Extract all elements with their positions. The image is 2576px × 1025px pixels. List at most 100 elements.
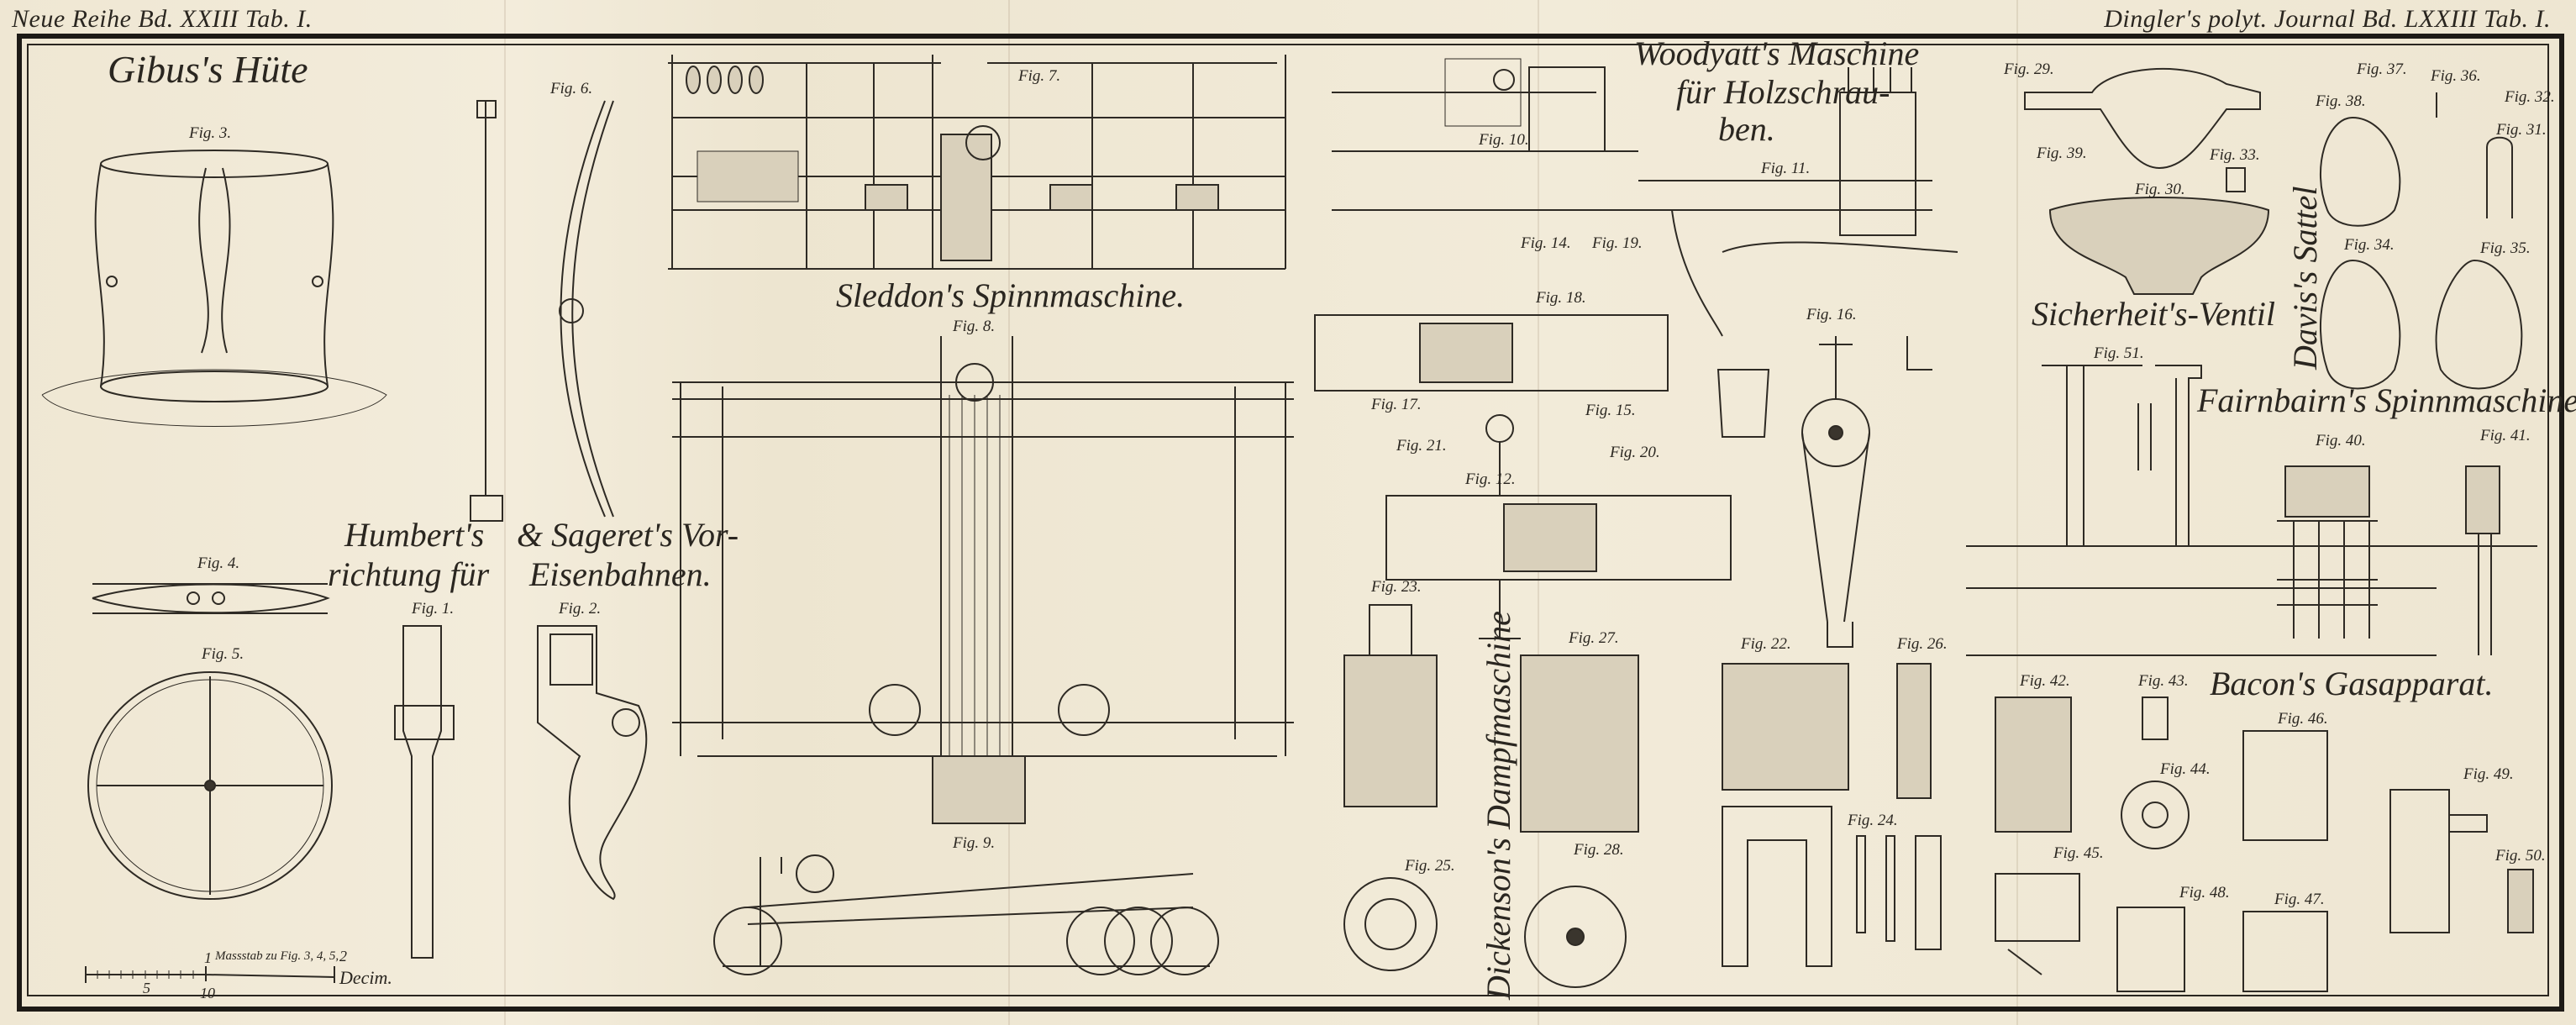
fig-label: Fig. 26.	[1897, 635, 1948, 653]
title-gibus: Gibus's Hüte	[108, 48, 308, 91]
fig-label: Fig. 14.	[1521, 234, 1571, 252]
title-sageret-2: Eisenbahnen.	[529, 555, 712, 593]
gibus-hat-fig4-drawing	[92, 583, 330, 614]
machine-fig18-drawing	[1314, 314, 1669, 392]
fig-label: Fig. 3.	[189, 124, 232, 142]
fig-label: Fig. 39.	[2037, 145, 2087, 162]
fig-label: Fig. 36.	[2431, 67, 2481, 85]
fig-label: Fig. 9.	[953, 834, 996, 852]
fig-label: Fig. 5.	[202, 645, 244, 663]
title-fairnbairn: Fairnbairn's Spinnmaschine	[2197, 381, 2576, 419]
fig-label: Fig. 50.	[2495, 847, 2546, 865]
fig-label: Fig. 7.	[1018, 67, 1061, 85]
bow-fig6-drawing	[560, 100, 614, 518]
fig-label: Fig. 43.	[2138, 672, 2189, 690]
fig-label: Fig. 1.	[412, 600, 455, 618]
fig-label: Fig. 2.	[559, 600, 602, 618]
title-sleddon: Sleddon's Spinnmaschine.	[836, 276, 1185, 314]
sleddon-spinning-machine-fig8-drawing	[672, 336, 1294, 824]
fig-label: Fig. 16.	[1806, 306, 1857, 323]
fig-label: Fig. 49.	[2463, 765, 2514, 783]
gibus-hat-frame-drawing	[41, 150, 387, 427]
fig-label: Fig. 37.	[2357, 60, 2407, 78]
fig-label: Fig. 17.	[1371, 396, 1422, 413]
machine-fig12-drawing	[1385, 495, 1732, 581]
rail-device-fig2-drawing	[537, 625, 648, 901]
fig-label: Fig. 18.	[1536, 289, 1586, 307]
safety-valve-fig51-drawing	[1966, 365, 2537, 656]
header-right: Dingler's polyt. Journal Bd. LXXIII Tab.…	[2104, 5, 2551, 33]
fig-label: Fig. 21.	[1396, 437, 1447, 455]
fig-label: Fig. 6.	[550, 80, 593, 97]
title-humbert-1: Humbert's	[344, 516, 485, 554]
title-woodyatt-3: ben.	[1718, 110, 1775, 148]
scale-tick: 5	[143, 980, 150, 996]
title-woodyatt-2: für Holzschrau-	[1676, 73, 1890, 111]
title-bacon: Bacon's Gasapparat.	[2210, 665, 2494, 702]
sleddon-spinning-machine-fig7-drawing	[668, 55, 1286, 270]
fig-label: Fig. 20.	[1610, 444, 1660, 461]
woodyatt-screw-machine-fig10-drawing	[1332, 58, 1638, 211]
title-woodyatt-1: Woodyatt's Maschine	[1634, 34, 1920, 72]
gibus-hat-fig5-drawing	[87, 671, 333, 900]
sleddon-carriage-fig9-drawing	[713, 854, 1219, 975]
scale-tick: 10	[200, 985, 215, 1001]
header-left: Neue Reihe Bd. XXIII Tab. I.	[12, 5, 313, 33]
dickenson-steam-engine-drawings	[1343, 604, 1639, 988]
fig-label: Fig. 44.	[2160, 760, 2211, 778]
fig-label: Fig. 30.	[2135, 181, 2185, 198]
woodyatt-screw-machine-fig11-drawing	[1638, 67, 1958, 438]
fig-label: Fig. 42.	[2020, 672, 2070, 690]
fig-label: Fig. 38.	[2316, 92, 2366, 110]
scale-bar-drawing	[85, 966, 335, 983]
fig-label: Fig. 28.	[1574, 841, 1624, 859]
fig-label: Fig. 29.	[2004, 60, 2054, 78]
fig-label: Fig. 34.	[2344, 236, 2395, 254]
fig-label: Fig. 27.	[1569, 629, 1619, 647]
fig-label: Fig. 35.	[2480, 239, 2531, 257]
fig-label: Fig. 12.	[1465, 470, 1516, 488]
rail-device-fig1-drawing	[394, 625, 455, 959]
fig-label: Fig. 47.	[2274, 891, 2325, 908]
fig-label: Fig. 22.	[1741, 635, 1791, 653]
fig-label: Fig. 40.	[2316, 432, 2366, 449]
fig-label: Fig. 31.	[2496, 121, 2547, 139]
fig-label: Fig. 32.	[2505, 88, 2555, 106]
title-sageret-1: & Sageret's Vor-	[517, 516, 739, 554]
fig-label: Fig. 41.	[2480, 427, 2531, 444]
fairnbairn-spinning-machine-drawings	[2277, 465, 2500, 655]
rod-fig6a-drawing	[470, 100, 503, 522]
fold-line	[1008, 0, 1010, 1025]
davis-saddle-drawings	[2024, 67, 2523, 390]
title-humbert-2: richtung für	[328, 555, 490, 593]
fig-label: Fig. 24.	[1848, 812, 1898, 829]
fold-line	[504, 0, 506, 1025]
scale-unit: Decim.	[339, 967, 392, 988]
bacon-gas-apparatus-drawings	[1995, 696, 2534, 992]
plate-frame-inner	[27, 44, 2549, 996]
fig-label: Fig. 25.	[1405, 857, 1455, 875]
fig-label: Fig. 4.	[197, 555, 240, 572]
fig-label: Fig. 15.	[1585, 402, 1636, 419]
scale-tick: 1	[204, 949, 212, 966]
title-davis: Davis's Sattel	[2286, 186, 2324, 370]
fig-label: Fig. 10.	[1479, 131, 1529, 149]
scale-tick: 2	[339, 948, 347, 965]
pulley-fig16-drawing	[1801, 336, 1870, 648]
fig-label: Fig. 19.	[1592, 234, 1643, 252]
machine-fig26-drawing	[1896, 663, 1932, 799]
scale-label: Massstab zu Fig. 3, 4, 5,	[215, 949, 339, 963]
fig-label: Fig. 23.	[1371, 578, 1422, 596]
fold-line	[2016, 0, 2018, 1025]
fig-label: Fig. 8.	[953, 318, 996, 335]
fig-label: Fig. 46.	[2278, 710, 2328, 728]
machine-fig22-drawing	[1722, 663, 1849, 791]
plate-frame-outer	[17, 34, 2564, 1012]
fig-label: Fig. 51.	[2094, 344, 2144, 362]
title-dickenson: Dickenson's Dampfmaschine	[1480, 611, 1517, 1000]
title-sicherheit: Sicherheit's-Ventil	[2032, 295, 2275, 333]
fig-label: Fig. 45.	[2053, 844, 2104, 862]
fig-label: Fig. 33.	[2210, 146, 2260, 164]
